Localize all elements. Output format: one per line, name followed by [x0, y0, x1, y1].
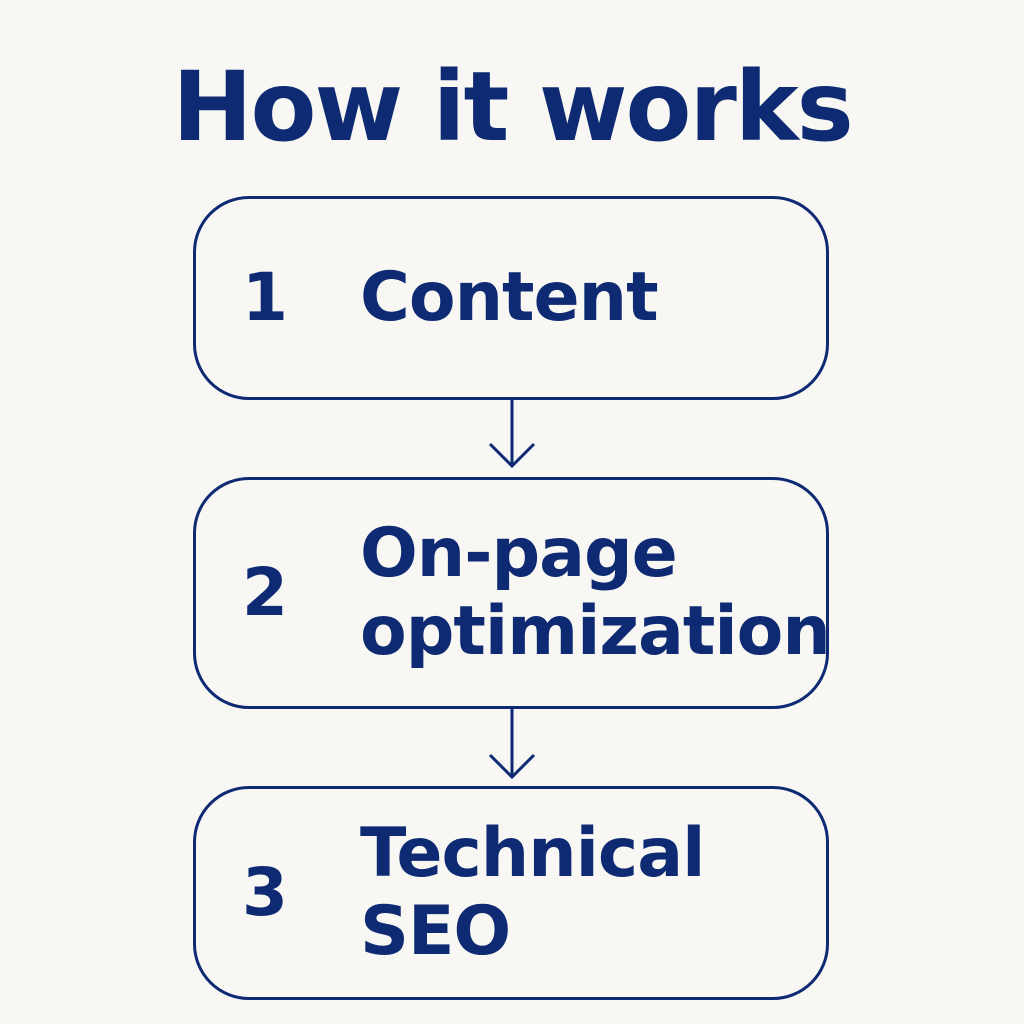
step-number: 3	[242, 854, 288, 931]
step-label: On-page optimization	[360, 514, 831, 671]
step-number: 1	[242, 259, 288, 336]
step-box-content: 1 Content	[193, 196, 829, 400]
arrow-down-icon	[482, 400, 542, 472]
step-box-technical-seo: 3 Technical SEO	[193, 786, 829, 1000]
step-number: 2	[242, 554, 288, 631]
step-label: Content	[360, 258, 659, 337]
step-box-on-page-optimization: 2 On-page optimization	[193, 477, 831, 709]
arrow-down-icon	[482, 709, 542, 783]
step-label: Technical SEO	[360, 814, 705, 971]
page-title: How it works	[172, 51, 854, 163]
